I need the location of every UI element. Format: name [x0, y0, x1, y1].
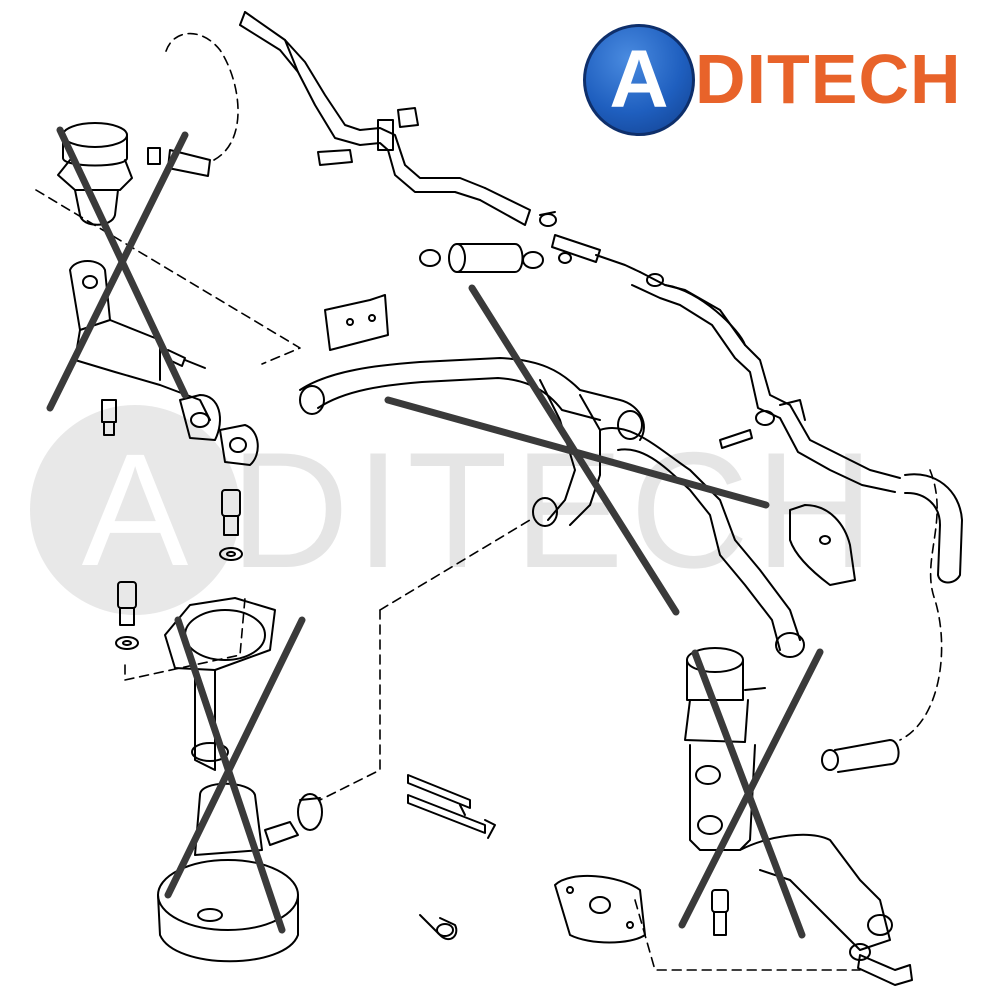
logo-letter: A	[609, 34, 669, 125]
hose-pipe-icon	[419, 243, 544, 273]
bolt-icon	[221, 489, 241, 536]
bracket-icon	[789, 504, 856, 586]
washer-icon	[219, 547, 243, 561]
hose-clamp-icon	[539, 211, 557, 227]
watermark-letter: A	[81, 420, 189, 599]
bolt-icon	[857, 954, 913, 986]
logo-badge-icon	[583, 24, 695, 136]
hose-clamp-icon	[297, 793, 323, 831]
cross-mark-right	[678, 648, 824, 939]
hose-pipe-icon	[239, 11, 531, 226]
hose-pipe-icon	[904, 473, 963, 584]
cross-mark-upper-left	[46, 126, 189, 412]
logo-text: DITECH	[695, 40, 962, 118]
brand-logo: A DITECH	[583, 24, 978, 136]
check-valve-icon	[57, 122, 211, 226]
hose-pipe-icon	[299, 357, 805, 658]
bolt-icon	[711, 889, 729, 936]
cross-mark-center	[384, 284, 770, 616]
flange-gasket-icon	[69, 260, 259, 466]
check-valve-icon	[684, 647, 893, 961]
connector-icon	[551, 234, 641, 273]
hose-pipe-icon	[821, 739, 900, 773]
bolt-icon	[101, 349, 206, 436]
bolt-icon	[719, 399, 806, 449]
dashed-reference-lines	[35, 32, 943, 971]
connector-icon	[407, 774, 496, 839]
cross-mark-lower-left	[164, 616, 306, 934]
hose-pipe-icon	[631, 271, 901, 493]
air-pump-icon	[157, 597, 299, 963]
flange-gasket-icon	[554, 874, 646, 944]
cross-out-marks	[46, 126, 824, 939]
washer-icon	[115, 636, 139, 650]
hose-clamp-icon	[419, 914, 458, 941]
bolt-icon	[117, 581, 137, 626]
bracket-icon	[324, 294, 389, 351]
